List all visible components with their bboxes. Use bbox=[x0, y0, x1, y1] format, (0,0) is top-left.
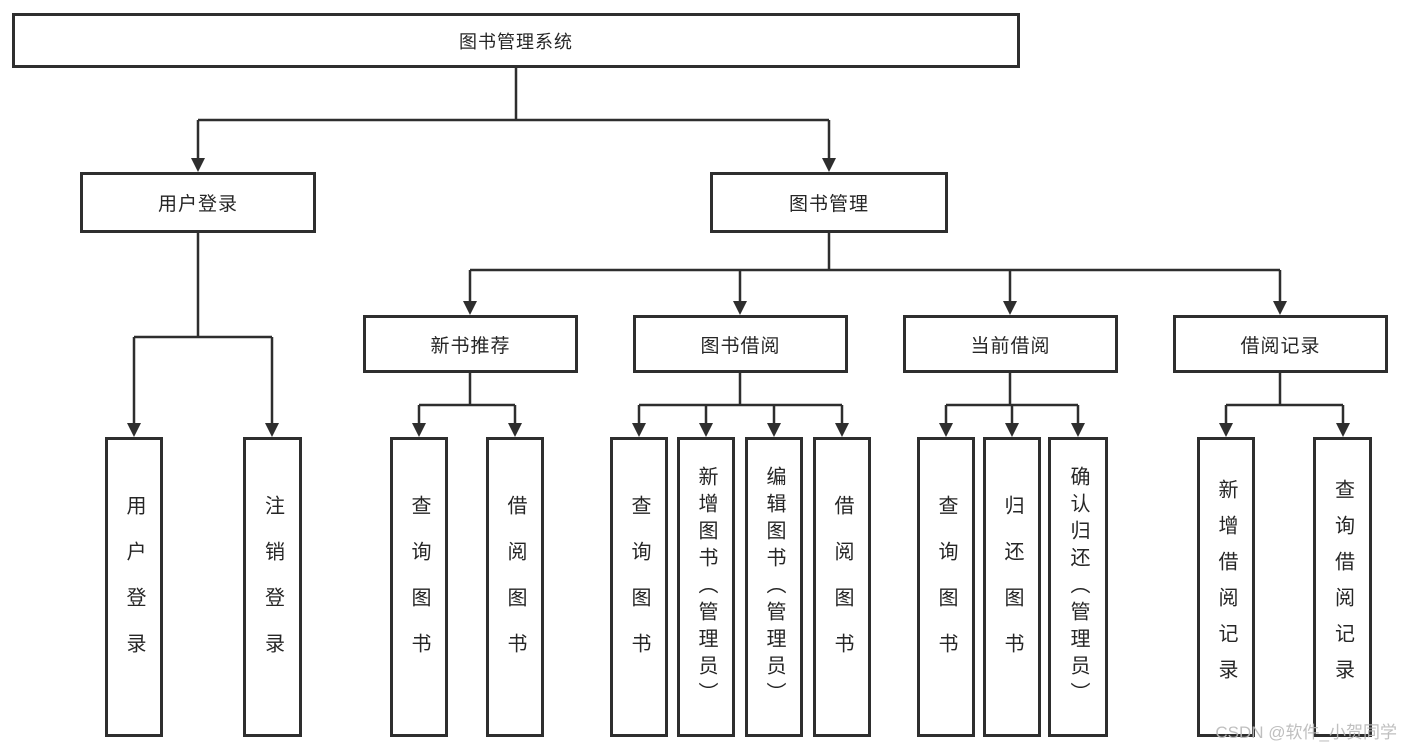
arrowhead bbox=[508, 423, 522, 437]
leaf-recommend-query-books: 查询图书 bbox=[390, 437, 448, 737]
edge-userlogin-to-leaves bbox=[132, 233, 274, 423]
leaf-current-return-books: 归还图书 bbox=[983, 437, 1041, 737]
leaf-label: 确认归还（管理员） bbox=[1067, 465, 1089, 709]
edge-current-to-leaves bbox=[944, 373, 1080, 423]
leaf-label: 查询图书 bbox=[408, 495, 430, 679]
arrowhead bbox=[265, 423, 279, 437]
leaf-recommend-borrow-books: 借阅图书 bbox=[486, 437, 544, 737]
leaf-label: 新增图书（管理员） bbox=[695, 465, 717, 709]
leaf-borrowing-query-books: 查询图书 bbox=[610, 437, 668, 737]
node-root-library-system: 图书管理系统 bbox=[12, 13, 1020, 68]
arrowhead bbox=[1005, 423, 1019, 437]
leaf-label: 编辑图书（管理员） bbox=[763, 465, 785, 709]
leaf-borrowing-add-books-admin: 新增图书（管理员） bbox=[677, 437, 735, 737]
node-current-borrowing: 当前借阅 bbox=[903, 315, 1118, 373]
leaf-label: 查询图书 bbox=[935, 495, 957, 679]
arrowhead bbox=[699, 423, 713, 437]
arrowhead bbox=[1273, 301, 1287, 315]
leaf-label: 借阅图书 bbox=[504, 495, 526, 679]
leaf-label: 借阅图书 bbox=[831, 495, 853, 679]
arrowhead bbox=[767, 423, 781, 437]
arrowhead bbox=[1003, 301, 1017, 315]
leaf-user-login: 用户登录 bbox=[105, 437, 163, 737]
leaf-label: 注销登录 bbox=[261, 495, 284, 679]
leaf-label: 查询图书 bbox=[628, 495, 650, 679]
arrowhead bbox=[1336, 423, 1350, 437]
arrowhead bbox=[939, 423, 953, 437]
arrowhead bbox=[632, 423, 646, 437]
node-borrowing-records: 借阅记录 bbox=[1173, 315, 1388, 373]
leaf-logout: 注销登录 bbox=[243, 437, 302, 737]
leaf-label: 查询借阅记录 bbox=[1331, 479, 1354, 695]
edge-root-to-level2 bbox=[196, 68, 831, 158]
leaf-records-query-record: 查询借阅记录 bbox=[1313, 437, 1372, 737]
arrowhead bbox=[822, 158, 836, 172]
arrowhead bbox=[1219, 423, 1233, 437]
arrowhead bbox=[127, 423, 141, 437]
edge-borrowing-to-leaves bbox=[637, 373, 844, 423]
leaf-label: 归还图书 bbox=[1001, 495, 1023, 679]
node-user-login: 用户登录 bbox=[80, 172, 316, 233]
node-new-book-recommend: 新书推荐 bbox=[363, 315, 578, 373]
leaf-current-confirm-return-admin: 确认归还（管理员） bbox=[1048, 437, 1108, 737]
node-book-management: 图书管理 bbox=[710, 172, 948, 233]
arrowhead bbox=[733, 301, 747, 315]
arrowhead bbox=[1071, 423, 1085, 437]
edge-recommend-to-leaves bbox=[417, 373, 517, 423]
leaf-records-add-record: 新增借阅记录 bbox=[1197, 437, 1255, 737]
arrowhead bbox=[191, 158, 205, 172]
node-book-borrowing: 图书借阅 bbox=[633, 315, 848, 373]
edge-bookmgmt-to-level3 bbox=[468, 233, 1282, 301]
leaf-current-query-books: 查询图书 bbox=[917, 437, 975, 737]
leaf-borrowing-borrow-books: 借阅图书 bbox=[813, 437, 871, 737]
leaf-label: 新增借阅记录 bbox=[1215, 479, 1237, 695]
leaf-label: 用户登录 bbox=[123, 495, 145, 679]
arrowhead bbox=[412, 423, 426, 437]
csdn-watermark: CSDN @软件_小贺同学 bbox=[1215, 723, 1397, 742]
edge-records-to-leaves bbox=[1224, 373, 1345, 423]
arrowhead bbox=[835, 423, 849, 437]
leaf-borrowing-edit-books-admin: 编辑图书（管理员） bbox=[745, 437, 803, 737]
arrowhead bbox=[463, 301, 477, 315]
